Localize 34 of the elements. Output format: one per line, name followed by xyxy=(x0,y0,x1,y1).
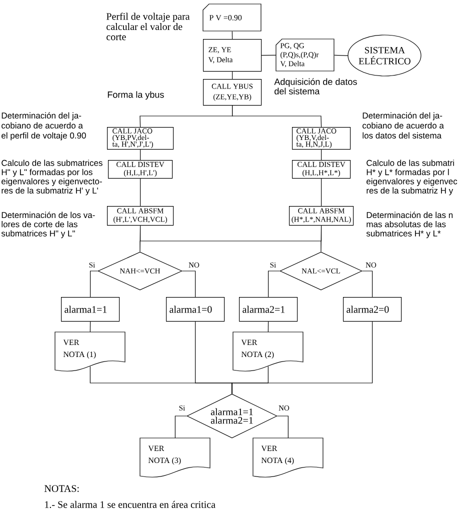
connector-line xyxy=(232,71,233,80)
connector-line xyxy=(90,270,98,298)
step-description: Perfil de voltaje para calcular el valor de corte xyxy=(106,12,190,40)
step-description: Determinación del ja- cobiano de acuerdo a el perfil de voltaje 0.90 xyxy=(2,112,86,140)
step-description: Calculo de las submatrices H" y L" formadas por los eigenvalores y eigenvecto- res de la submatriz H' y L' xyxy=(2,160,102,196)
connector-line xyxy=(182,270,196,298)
connector-line xyxy=(232,321,373,394)
step-description: Determinación de las n mas absolutas de las submatrices H* y L* xyxy=(366,212,453,238)
process-box: alarma1=0 xyxy=(166,297,225,322)
connector-line xyxy=(174,416,187,438)
connector-line xyxy=(277,416,288,438)
step-description: Forma la ybus xyxy=(108,91,164,100)
connector-line xyxy=(362,270,373,298)
connector-line xyxy=(232,31,233,40)
connector-line xyxy=(321,149,322,160)
process-box: alarma2=1 xyxy=(239,297,298,322)
step-description: Calculo de las submatri H* y L* formadas por l eigenvalores y eigenvec res de la submatriz H y xyxy=(366,160,458,196)
connector-line xyxy=(268,321,269,332)
connector-line xyxy=(268,270,280,298)
step-description: Determinación de los va- lores de corte de las submatrices H" y L" xyxy=(1,212,95,238)
process-box: alarma2=0 xyxy=(343,297,402,322)
connector-line xyxy=(321,178,322,206)
step-description: Adquisición de datos del sistema xyxy=(274,78,357,94)
step-description: Determinación del ja- cobiano de acuerdo a los datos del sistema xyxy=(362,112,444,139)
connector-line xyxy=(140,149,141,160)
connector-line xyxy=(261,54,276,56)
card-box: P V =0.90 xyxy=(202,4,262,32)
notes-heading: NOTAS: xyxy=(44,485,79,492)
connector-line xyxy=(232,105,322,128)
connector-line xyxy=(334,54,348,56)
note-text: 1.- Se alarma 1 se encuentra en área critica xyxy=(45,500,216,508)
connector-line xyxy=(90,321,91,332)
process-box: alarma1=1 xyxy=(61,297,120,322)
connector-line xyxy=(140,178,141,206)
